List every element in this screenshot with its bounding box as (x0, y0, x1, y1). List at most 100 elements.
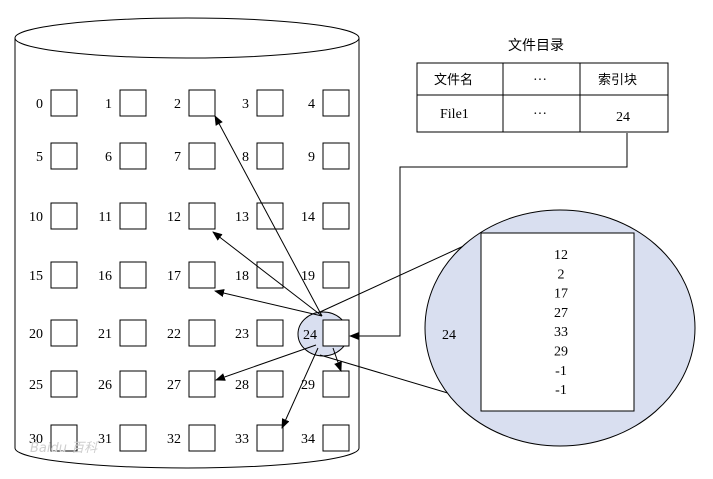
disk-block-label-15: 15 (29, 269, 43, 284)
disk-block-label-30: 30 (29, 432, 43, 447)
index-entry: 2 (558, 267, 565, 282)
watermark: Baidu 百科 (30, 441, 98, 456)
disk-block-1 (119, 89, 147, 117)
pointer-arrow-to-27 (215, 344, 317, 381)
disk-block-label-0: 0 (36, 97, 43, 112)
disk-block-label-4: 4 (308, 97, 315, 112)
pointer-arrow-to-2 (214, 115, 323, 317)
index-entry: 29 (554, 345, 568, 360)
index-entry: -1 (555, 383, 567, 398)
disk-block-34 (322, 424, 350, 452)
disk-block-label-26: 26 (98, 378, 112, 393)
disk-block-9 (322, 142, 350, 170)
disk-block-label-29: 29 (301, 378, 315, 393)
disk-block-label-27: 27 (167, 378, 181, 393)
disk-block-19 (322, 261, 350, 289)
disk-block-26 (119, 370, 147, 398)
disk-block-14 (322, 202, 350, 230)
disk-block-10 (50, 202, 78, 230)
disk-block-label-10: 10 (29, 210, 43, 225)
pointer-arrow-to-17 (214, 289, 323, 317)
disk-block-label-32: 32 (167, 432, 181, 447)
disk-block-29 (322, 370, 350, 398)
pointer-arrow-to-12 (212, 231, 323, 317)
file-directory: 文件目录 文件名 ··· 索引块 File1 ··· 24 (416, 38, 669, 133)
disk-block-25 (50, 370, 78, 398)
disk-block-15 (50, 261, 78, 289)
disk-block-2 (188, 89, 216, 117)
disk-block-label-13: 13 (235, 210, 249, 225)
disk-block-27 (188, 370, 216, 398)
disk-block-label-12: 12 (167, 210, 181, 225)
disk-block-label-8: 8 (242, 150, 249, 165)
disk-block-21 (119, 319, 147, 347)
disk-block-label-9: 9 (308, 150, 315, 165)
disk-block-label-21: 21 (98, 327, 112, 342)
magnified-index-block: 24 12 2 17 27 33 29 -1 -1 (319, 209, 696, 447)
disk-block-8 (256, 142, 284, 170)
block-24-box (322, 319, 350, 347)
disk-block-5 (50, 142, 78, 170)
index-entry: 27 (554, 306, 568, 321)
row-index-block: 24 (616, 110, 630, 125)
disk-cylinder (14, 17, 360, 469)
disk-block-31 (119, 424, 147, 452)
disk-block-22 (188, 319, 216, 347)
header-ellipsis: ··· (533, 73, 547, 88)
disk-block-label-19: 19 (301, 269, 315, 284)
row-filename: File1 (440, 107, 469, 122)
disk-block-17 (188, 261, 216, 289)
index-entries: 12 2 17 27 33 29 -1 -1 (554, 248, 568, 398)
disk-block-label-18: 18 (235, 269, 249, 284)
disk-block-label-22: 22 (167, 327, 181, 342)
disk-block-23 (256, 319, 284, 347)
disk-block-6 (119, 142, 147, 170)
disk-block-label-7: 7 (174, 150, 181, 165)
disk-block-16 (119, 261, 147, 289)
disk-block-label-28: 28 (235, 378, 249, 393)
index-entry: 12 (554, 248, 568, 263)
disk-block-13 (256, 202, 284, 230)
index-entry: 17 (554, 287, 568, 302)
disk-block-3 (256, 89, 284, 117)
disk-block-label-14: 14 (301, 210, 315, 225)
disk-block-30 (50, 424, 78, 452)
disk-block-28 (256, 370, 284, 398)
index-block-box (480, 232, 635, 412)
disk-block-label-16: 16 (98, 269, 112, 284)
disk-block-label-5: 5 (36, 150, 43, 165)
disk-block-11 (119, 202, 147, 230)
disk-block-32 (188, 424, 216, 452)
header-filename: 文件名 (434, 72, 473, 88)
disk-block-12 (188, 202, 216, 230)
disk-block-label-20: 20 (29, 327, 43, 342)
disk-block-20 (50, 319, 78, 347)
pointer-arrow-to-33 (281, 347, 319, 429)
disk-block-label-11: 11 (99, 210, 112, 225)
block-24-label: 24 (303, 328, 317, 343)
disk-block-33 (256, 424, 284, 452)
disk-block-label-23: 23 (235, 327, 249, 342)
disk-block-label-2: 2 (174, 97, 181, 112)
index-block-label: 24 (442, 328, 456, 343)
disk-block-label-25: 25 (29, 378, 43, 393)
pointer-arrows (212, 115, 342, 429)
index-entry: -1 (555, 364, 567, 379)
disk-block-7 (188, 142, 216, 170)
disk-block-4 (322, 89, 350, 117)
disk-block-label-6: 6 (105, 150, 112, 165)
index-entry: 33 (554, 325, 568, 340)
directory-title: 文件目录 (508, 38, 564, 54)
disk-block-label-31: 31 (98, 432, 112, 447)
disk-block-label-1: 1 (105, 97, 112, 112)
pointer-arrow-to-29 (332, 347, 342, 372)
disk-block-18 (256, 261, 284, 289)
row-ellipsis: ··· (533, 107, 547, 122)
directory-pointer-line (349, 133, 628, 340)
disk-block-label-33: 33 (235, 432, 249, 447)
disk-block-0 (50, 89, 78, 117)
disk-block-label-34: 34 (301, 432, 315, 447)
header-index-block: 索引块 (598, 73, 637, 88)
disk-block-label-3: 3 (242, 97, 249, 112)
